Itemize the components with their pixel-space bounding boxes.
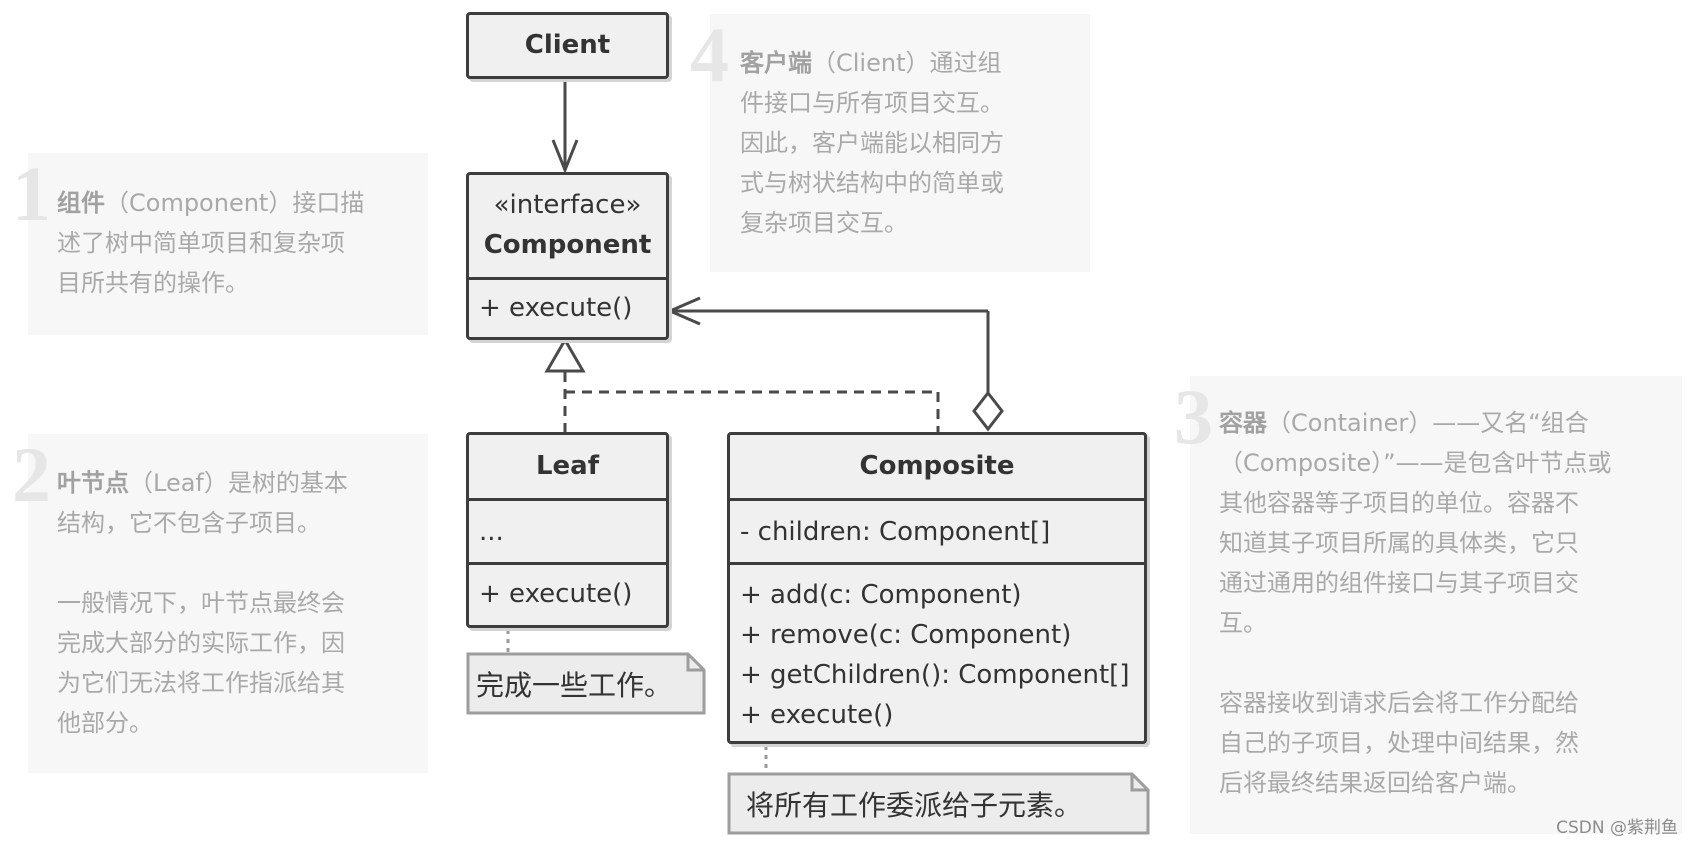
panel-term: 容器 — [1219, 409, 1267, 437]
leaf-methods: + execute() — [469, 562, 666, 625]
composite-method: + remove(c: Component) — [740, 620, 1072, 650]
realization-arrows — [544, 337, 940, 432]
component-interface-box: «interface» Component + execute() — [466, 172, 669, 340]
panel-number: 1 — [12, 150, 51, 237]
panel-text: 容器（Container）——又名“组合 （Composite）”——是包含叶节… — [1219, 409, 1612, 797]
composite-note: 将所有工作委派给子元素。 — [727, 772, 1151, 836]
component-stereotype: «interface» — [493, 190, 642, 220]
composite-method: + add(c: Component) — [740, 580, 1022, 610]
composite-header: Composite — [730, 435, 1144, 498]
panel-term: 客户端 — [740, 49, 812, 77]
panel-text: 客户端（Client）通过组 件接口与所有项目交互。 因此，客户端能以相同方 式… — [740, 49, 1004, 237]
composite-method: + execute() — [740, 700, 894, 730]
composite-field: - children: Component[] — [740, 517, 1051, 547]
panel-text: 叶节点（Leaf）是树的基本 结构，它不包含子项目。 一般情况下，叶节点最终会 … — [57, 469, 348, 737]
leaf-note: 完成一些工作。 — [466, 652, 707, 716]
note-shape — [727, 772, 1150, 835]
aggregation-arrow — [666, 296, 1004, 432]
composite-fields: - children: Component[] — [730, 498, 1144, 562]
note-shape — [466, 652, 706, 715]
composite-methods: + add(c: Component) + remove(c: Componen… — [730, 562, 1144, 741]
panel-term: 组件 — [57, 189, 105, 217]
panel-number: 4 — [690, 11, 729, 98]
leaf-fields: ... — [469, 498, 666, 562]
leaf-method: + execute() — [479, 579, 633, 609]
panel-component: 1 组件（Component）接口描 述了树中简单项目和复杂项 目所共有的操作。 — [12, 153, 428, 335]
composite-note-text: 将所有工作委派给子元素。 — [746, 789, 1083, 822]
leaf-header: Leaf — [469, 435, 666, 498]
client-title: Client — [524, 30, 611, 60]
component-header: «interface» Component — [469, 175, 666, 277]
leaf-fields-text: ... — [479, 517, 504, 547]
client-to-component-arrow — [551, 80, 579, 175]
leaf-title: Leaf — [535, 451, 600, 481]
watermark: CSDN @紫荆鱼 — [1556, 818, 1678, 838]
composite-class-box: Composite - children: Component[] + add(… — [727, 432, 1147, 744]
panel-leaf: 2 叶节点（Leaf）是树的基本 结构，它不包含子项目。 一般情况下，叶节点最终… — [12, 434, 428, 773]
panel-number: 2 — [12, 431, 51, 518]
composite-title: Composite — [859, 451, 1015, 481]
client-class-box: Client — [466, 12, 669, 79]
leaf-note-text: 完成一些工作。 — [476, 669, 673, 702]
panel-term: 叶节点 — [57, 469, 129, 497]
component-method: + execute() — [479, 293, 633, 323]
panel-text: 组件（Component）接口描 述了树中简单项目和复杂项 目所共有的操作。 — [57, 189, 365, 297]
panel-container: 3 容器（Container）——又名“组合 （Composite）”——是包含… — [1174, 376, 1682, 834]
leaf-class-box: Leaf ... + execute() — [466, 432, 669, 628]
component-title: Component — [483, 230, 652, 260]
panel-client: 4 客户端（Client）通过组 件接口与所有项目交互。 因此，客户端能以相同方… — [690, 14, 1090, 272]
composite-method: + getChildren(): Component[] — [740, 660, 1130, 690]
panel-number: 3 — [1174, 373, 1213, 460]
component-methods: + execute() — [469, 277, 666, 337]
